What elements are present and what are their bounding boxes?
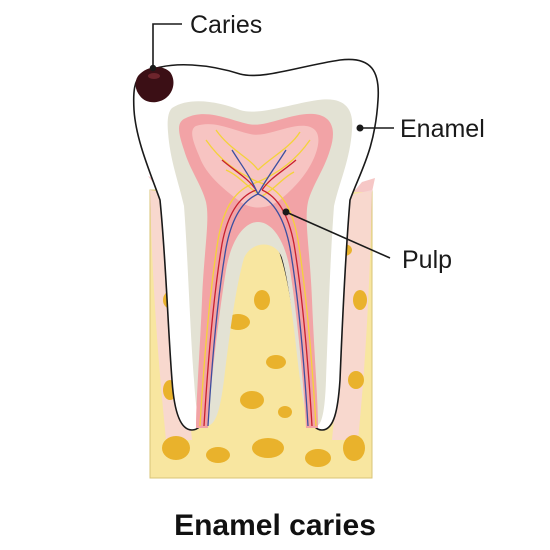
bone-spot: [266, 355, 286, 369]
pulp-chamber: [179, 113, 333, 428]
vein-line: [257, 193, 309, 427]
artery-line: [203, 189, 257, 427]
caries-highlight: [148, 73, 160, 79]
caries-leader: [152, 23, 182, 68]
diagram-title: Enamel caries: [174, 509, 376, 542]
enamel-dot: [356, 124, 364, 132]
bone-spot: [252, 438, 284, 458]
caries-label: Caries: [190, 11, 262, 39]
bone-spot: [343, 435, 365, 461]
leader-lines: [152, 23, 394, 259]
bone-spot: [206, 447, 230, 463]
bone-spot: [305, 449, 331, 467]
bone-spot: [240, 391, 264, 409]
pulp-dot: [282, 208, 290, 216]
caries-dot: [149, 64, 157, 72]
bone-spot: [348, 371, 364, 389]
caries-lesion: [135, 67, 174, 103]
leader-dots: [149, 64, 364, 216]
bone-spot: [278, 406, 292, 418]
bone-spot: [254, 290, 270, 310]
vein-line: [207, 193, 259, 427]
bone-spot: [353, 290, 367, 310]
bone-spot: [162, 436, 190, 460]
nerves-and-vessels: [199, 129, 317, 427]
artery-line: [261, 189, 313, 427]
pulp-leader: [285, 211, 391, 259]
caries-spot: [135, 67, 174, 103]
enamel-label: Enamel: [400, 115, 485, 143]
artery-branch: [221, 159, 297, 191]
vein-branch: [231, 149, 287, 195]
pulp-label: Pulp: [402, 246, 452, 274]
nerve-branch: [215, 129, 301, 171]
nerve-branch: [205, 139, 311, 183]
